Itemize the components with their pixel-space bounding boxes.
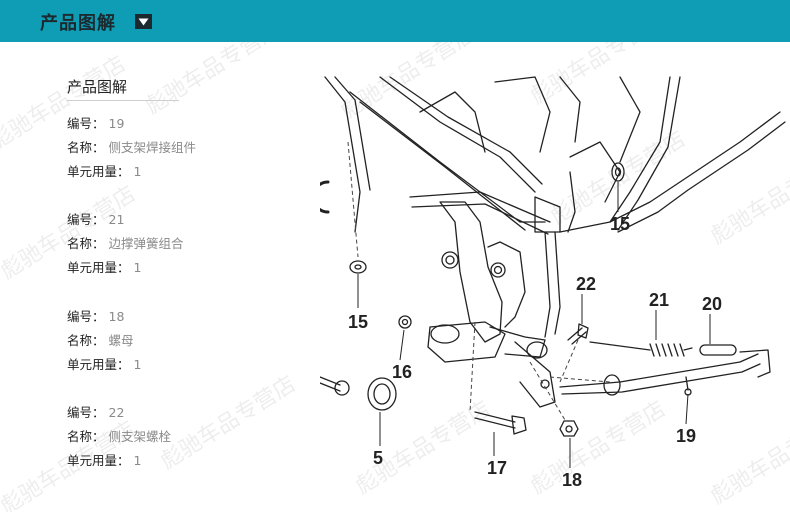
callout-label: 21 bbox=[649, 290, 669, 310]
part-qty-label: 单元用量 bbox=[67, 164, 118, 179]
part-name-value: 侧支架螺栓 bbox=[108, 429, 172, 444]
part-number-value: 21 bbox=[108, 212, 125, 227]
part-name-row: 名称：螺母 bbox=[67, 333, 134, 348]
part-number-row: 编号：21 bbox=[67, 212, 125, 227]
part-name-label: 名称 bbox=[67, 140, 93, 155]
part-qty-label: 单元用量 bbox=[67, 260, 118, 275]
part-qty-row: 单元用量：1 bbox=[67, 260, 142, 275]
part-number-row: 编号：22 bbox=[67, 405, 125, 420]
part-name-label: 名称 bbox=[67, 333, 93, 348]
part-name-row: 名称：侧支架螺栓 bbox=[67, 429, 172, 444]
part-qty-label: 单元用量 bbox=[67, 357, 118, 372]
part-number-label: 编号 bbox=[67, 212, 93, 227]
part-qty-row: 单元用量：1 bbox=[67, 164, 142, 179]
part-name-value: 侧支架焊接组件 bbox=[108, 140, 197, 155]
part-number-value: 19 bbox=[108, 116, 125, 131]
part-name-row: 名称：侧支架焊接组件 bbox=[67, 140, 197, 155]
part-number-label: 编号 bbox=[67, 309, 93, 324]
callout-label: 17 bbox=[487, 458, 507, 478]
part-name-row: 名称：边撑弹簧组合 bbox=[67, 236, 184, 251]
header-bar: 产品图解 bbox=[0, 0, 790, 42]
part-number-label: 编号 bbox=[67, 116, 93, 131]
part-qty-value: 1 bbox=[133, 357, 142, 372]
callout-label: 18 bbox=[562, 470, 582, 490]
part-qty-value: 1 bbox=[133, 453, 142, 468]
part-qty-row: 单元用量：1 bbox=[67, 453, 142, 468]
section-divider bbox=[67, 100, 179, 101]
part-qty-label: 单元用量 bbox=[67, 453, 118, 468]
part-number-row: 编号：18 bbox=[67, 309, 125, 324]
triangle-down-icon bbox=[138, 18, 149, 25]
callout-label: 22 bbox=[576, 274, 596, 294]
callout-label: 16 bbox=[392, 362, 412, 382]
collapse-toggle-button[interactable] bbox=[135, 14, 152, 29]
part-number-value: 22 bbox=[108, 405, 125, 420]
part-number-label: 编号 bbox=[67, 405, 93, 420]
header-title: 产品图解 bbox=[40, 13, 116, 34]
part-name-label: 名称 bbox=[67, 236, 93, 251]
part-qty-value: 1 bbox=[133, 164, 142, 179]
callout-label: 15 bbox=[610, 214, 630, 234]
part-number-value: 18 bbox=[108, 309, 125, 324]
exploded-parts-diagram: 15 15 16 5 17 18 22 21 20 19 bbox=[320, 76, 786, 490]
watermark: 彪驰车品专营店 bbox=[156, 371, 301, 475]
part-number-row: 编号：19 bbox=[67, 116, 125, 131]
callout-label: 20 bbox=[702, 294, 722, 314]
section-title: 产品图解 bbox=[67, 78, 128, 96]
part-name-value: 边撑弹簧组合 bbox=[108, 236, 184, 251]
part-name-label: 名称 bbox=[67, 429, 93, 444]
callout-label: 5 bbox=[373, 448, 383, 468]
part-qty-row: 单元用量：1 bbox=[67, 357, 142, 372]
callout-label: 19 bbox=[676, 426, 696, 446]
part-qty-value: 1 bbox=[133, 260, 142, 275]
part-name-value: 螺母 bbox=[108, 333, 134, 348]
callout-label: 15 bbox=[348, 312, 368, 332]
